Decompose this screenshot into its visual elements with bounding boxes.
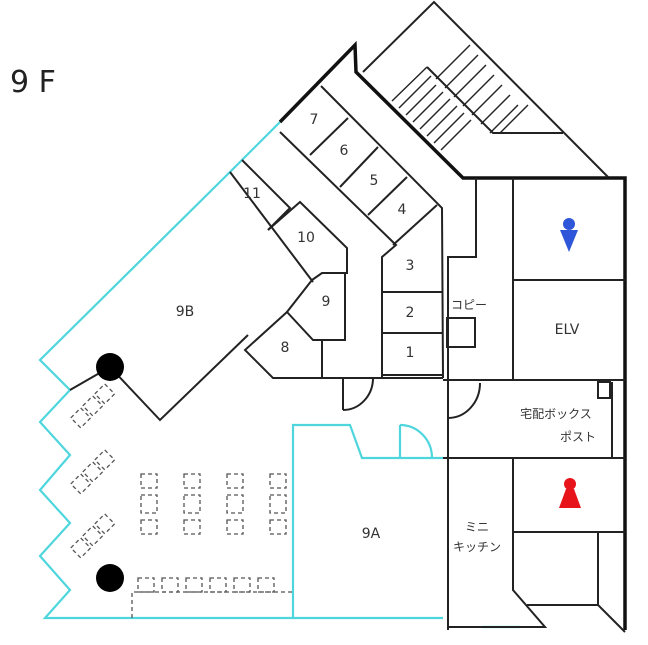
exterior-wall-north: [278, 40, 627, 630]
room-9b-label: 9B: [176, 304, 195, 320]
copy-machine: [446, 317, 476, 348]
corridor-wall: [447, 178, 477, 630]
delivery-box-label: 宅配ボックス: [520, 406, 592, 421]
room-11-label: 11: [243, 186, 261, 202]
room-1-label: 1: [406, 345, 415, 361]
room-5-label: 5: [370, 173, 379, 189]
male-restroom-icon: [560, 218, 578, 252]
room-6-label: 6: [340, 143, 349, 159]
room-9a-label: 9A: [362, 526, 381, 542]
room-3-label: 3: [406, 258, 415, 274]
room-9a-door[interactable]: [398, 423, 434, 459]
mini-label: ミニ: [465, 520, 489, 534]
staircase: [362, 0, 609, 178]
room-10-label: 10: [297, 230, 315, 246]
kitchen-label: キッチン: [453, 540, 501, 554]
room-4-label: 4: [398, 202, 407, 218]
rooms-inner-wall: [279, 131, 398, 378]
pillar: [96, 564, 124, 592]
room-9a-wall: [291, 423, 443, 618]
female-restroom-icon: [559, 478, 581, 508]
copy-label: コピー: [451, 298, 487, 312]
glass-wall-west: [38, 121, 443, 620]
seating: [69, 383, 292, 618]
room-9-label: 9: [322, 294, 331, 310]
elevator-label: ELV: [555, 322, 580, 338]
room-9b-wall: [69, 334, 249, 422]
room-8-label: 8: [281, 340, 290, 356]
door-hall[interactable]: [447, 382, 481, 419]
room-7-label: 7: [310, 112, 319, 128]
pillar: [96, 353, 124, 381]
rooms-outer-wall: [320, 85, 444, 379]
door-corridor[interactable]: [342, 377, 374, 411]
room-2-label: 2: [406, 305, 415, 321]
floor-title: 9 F: [10, 65, 56, 100]
post-label: ポスト: [560, 430, 596, 444]
